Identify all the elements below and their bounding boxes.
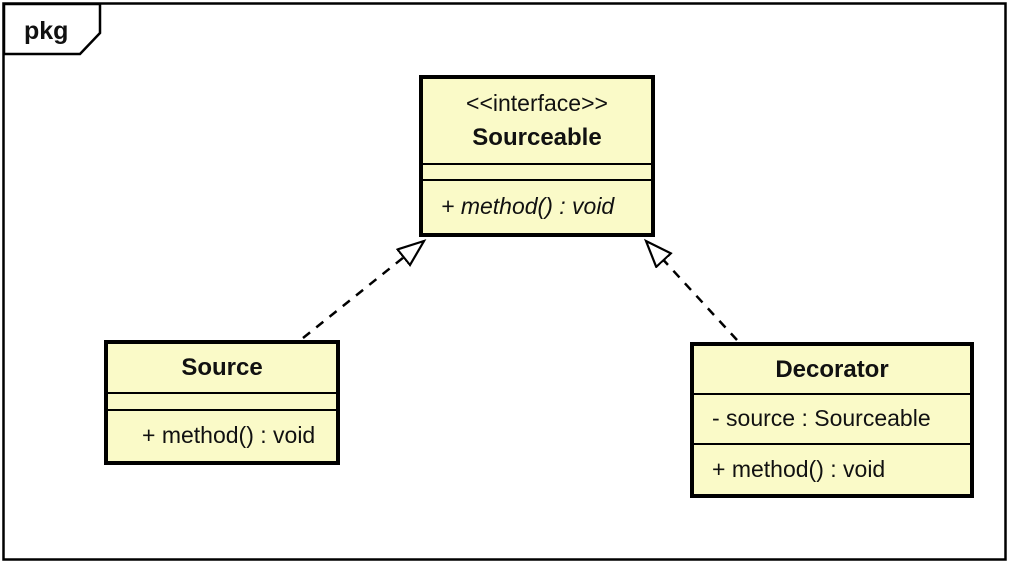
class-header-sourceable: <<interface>> Sourceable (423, 79, 651, 163)
class-name-source: Source (181, 354, 263, 381)
realization-arrow-decorator-to-sourceable[interactable] (646, 241, 738, 341)
method-label: + method() : void (712, 455, 886, 482)
attributes-section-decorator: - source : Sourceable (694, 393, 970, 443)
class-box-sourceable[interactable]: <<interface>> Sourceable + method() : vo… (419, 75, 655, 237)
package-tab-label: pkg (24, 17, 69, 45)
attribute-label: - source : Sourceable (712, 405, 931, 432)
method-label: + method() : void (441, 193, 615, 220)
attributes-section-empty (423, 163, 651, 179)
class-header-source: Source (108, 344, 336, 392)
realization-arrow-source-to-sourceable[interactable] (302, 241, 424, 339)
stereotype-label: <<interface>> (466, 90, 608, 116)
class-name-decorator: Decorator (775, 355, 889, 383)
attributes-section-empty (108, 392, 336, 409)
class-box-source[interactable]: Source + method() : void (104, 340, 340, 465)
class-box-decorator[interactable]: Decorator - source : Sourceable + method… (690, 342, 974, 498)
class-header-decorator: Decorator (694, 346, 970, 393)
methods-section-sourceable: + method() : void (423, 179, 651, 233)
methods-section-source: + method() : void (108, 409, 336, 461)
method-label: + method() : void (142, 422, 316, 449)
methods-section-decorator: + method() : void (694, 443, 970, 494)
package-tab (2, 2, 102, 56)
class-name-sourceable: Sourceable (472, 124, 602, 151)
